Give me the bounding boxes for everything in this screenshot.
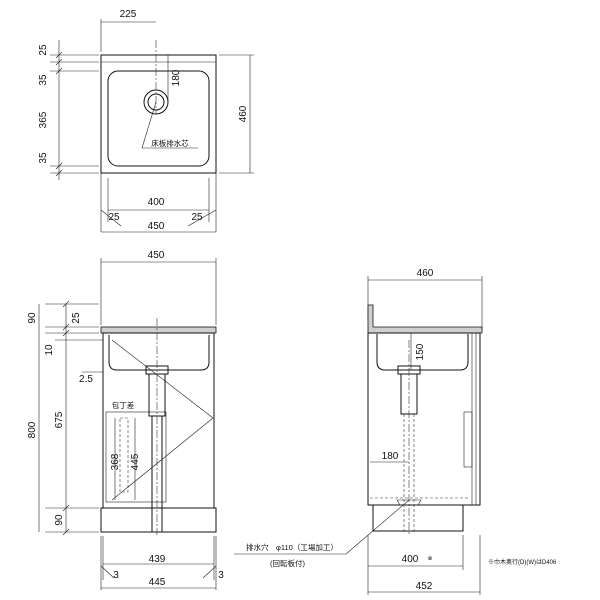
side-sink-bowl [376, 334, 469, 371]
dim-445-label: 445 [130, 453, 141, 470]
side-dim-460-label: 460 [417, 268, 434, 279]
dim-439-label: 439 [149, 554, 166, 565]
side-view: 460 150 180 排水穴 φ110（工場加工） (回転板付) [234, 268, 557, 595]
drain-hole-leader [345, 499, 410, 555]
top-view: 225 180 460 25 35 365 35 床板排水芯 [38, 9, 254, 233]
dim-right-25-label: 25 [191, 212, 203, 223]
dim-back-25-label: 25 [38, 44, 49, 56]
knife-holder-label: 包丁差 [112, 400, 135, 410]
side-countertop [367, 304, 483, 334]
dim-2-5-label: 2.5 [79, 374, 93, 385]
knife-holder [105, 411, 167, 503]
drain-hole-label: 排水穴 φ110（工場加工） [246, 542, 338, 552]
dim-450-label: 450 [148, 221, 165, 232]
countertop [100, 326, 217, 334]
dim-rim-35-label: 35 [38, 74, 49, 86]
baseboard-note: ※巾木奥行(D)(W)はD406 [488, 558, 557, 566]
dim-400-label: 400 [148, 197, 165, 208]
dim-150-label: 150 [415, 343, 426, 360]
dim-452-label: 452 [416, 581, 433, 592]
drain-center-label: 床板排水芯 [151, 138, 189, 148]
side-dim-400-label: 400 [402, 554, 419, 565]
dim-445-bottom-label: 445 [149, 577, 166, 588]
dim-left-3-label: 3 [113, 570, 119, 581]
rotating-plate-label: (回転板付) [270, 558, 305, 568]
dim-675-label: 675 [54, 411, 65, 428]
dim-365-label: 365 [38, 111, 49, 128]
front-sink-bowl [108, 335, 210, 371]
cabinet-body [102, 332, 215, 509]
dim-180-label: 180 [171, 69, 182, 86]
dim-800-label: 800 [27, 421, 38, 438]
front-view: 450 包丁差 368 445 [27, 250, 224, 590]
dim-460-label: 460 [238, 105, 249, 122]
side-dim-180-label: 180 [382, 451, 399, 462]
dim-225-label: 225 [120, 9, 137, 20]
dim-right-3-label: 3 [218, 570, 224, 581]
drain-leader [141, 101, 157, 149]
side-plinth [372, 504, 464, 532]
dim-left-25-label: 25 [108, 212, 120, 223]
sink-bowl [107, 70, 210, 167]
dim-90-top-label: 90 [27, 312, 38, 324]
dim-rim-front-35-label: 35 [38, 152, 49, 164]
top-view-outline [100, 54, 217, 174]
dim-90-bottom-label: 90 [54, 514, 65, 526]
plinth [100, 507, 217, 533]
dim-368-label: 368 [110, 453, 121, 470]
dim-25-label: 25 [71, 312, 82, 324]
side-dim-400-mark: ※ [427, 555, 432, 562]
dim-10-label: 10 [44, 344, 55, 356]
front-dim-450-label: 450 [148, 250, 165, 261]
